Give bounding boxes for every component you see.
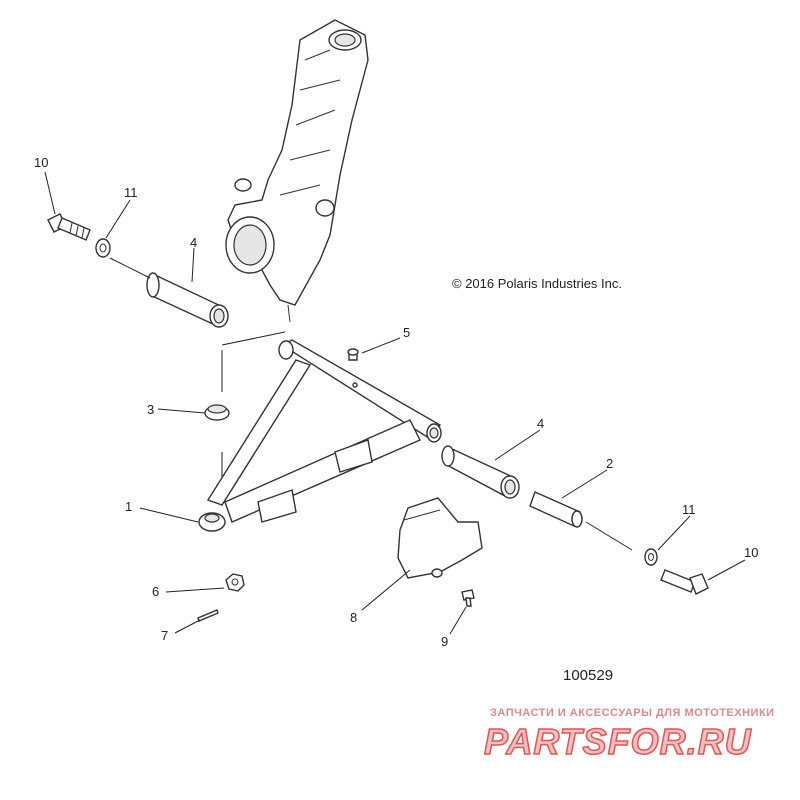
washer-lower-right	[644, 548, 658, 566]
callout-1: 1	[125, 499, 133, 514]
callout-4-upper: 4	[190, 235, 198, 250]
cotter-pin	[197, 609, 219, 622]
dust-cap	[204, 404, 230, 421]
watermark-logo: PARTSFOR.RU	[483, 720, 752, 762]
assembly-line-upper-left	[109, 257, 151, 279]
washer-upper-left	[95, 238, 111, 258]
screw	[461, 589, 475, 607]
watermark-tagline: ЗАПЧАСТИ И АКСЕССУАРЫ ДЛЯ МОТОТЕХНИКИ	[490, 707, 775, 719]
callout-4-lower: 4	[537, 416, 545, 431]
a-arm	[206, 339, 442, 523]
drawing-number: 100529	[563, 667, 614, 684]
assembly-line-right	[585, 521, 633, 551]
sleeve	[529, 491, 583, 528]
callout-3: 3	[147, 402, 155, 417]
grease-fitting	[347, 348, 359, 361]
callout-11-lower: 11	[682, 502, 696, 517]
bushing-lower	[441, 445, 520, 499]
callout-10-lower: 10	[744, 545, 759, 560]
bolt-upper-left	[47, 213, 91, 241]
callout-5: 5	[403, 325, 411, 340]
callout-8: 8	[350, 610, 358, 625]
bushing-upper	[146, 272, 229, 328]
steering-knuckle	[225, 19, 369, 323]
guard-plate	[397, 497, 483, 579]
callout-6: 6	[152, 584, 160, 599]
leader-lines	[44, 171, 746, 635]
callout-2: 2	[606, 456, 614, 471]
callout-7: 7	[161, 628, 169, 643]
callout-10-upper: 10	[34, 155, 49, 170]
nut	[225, 573, 245, 592]
bolt-lower-right	[660, 569, 709, 595]
callout-11-upper: 11	[124, 185, 138, 200]
copyright-notice: © 2016 Polaris Industries Inc.	[452, 276, 622, 291]
ball-joint	[198, 512, 226, 532]
svg-text:PARTSFOR.RU: PARTSFOR.RU	[484, 721, 752, 762]
callout-9: 9	[441, 634, 449, 649]
